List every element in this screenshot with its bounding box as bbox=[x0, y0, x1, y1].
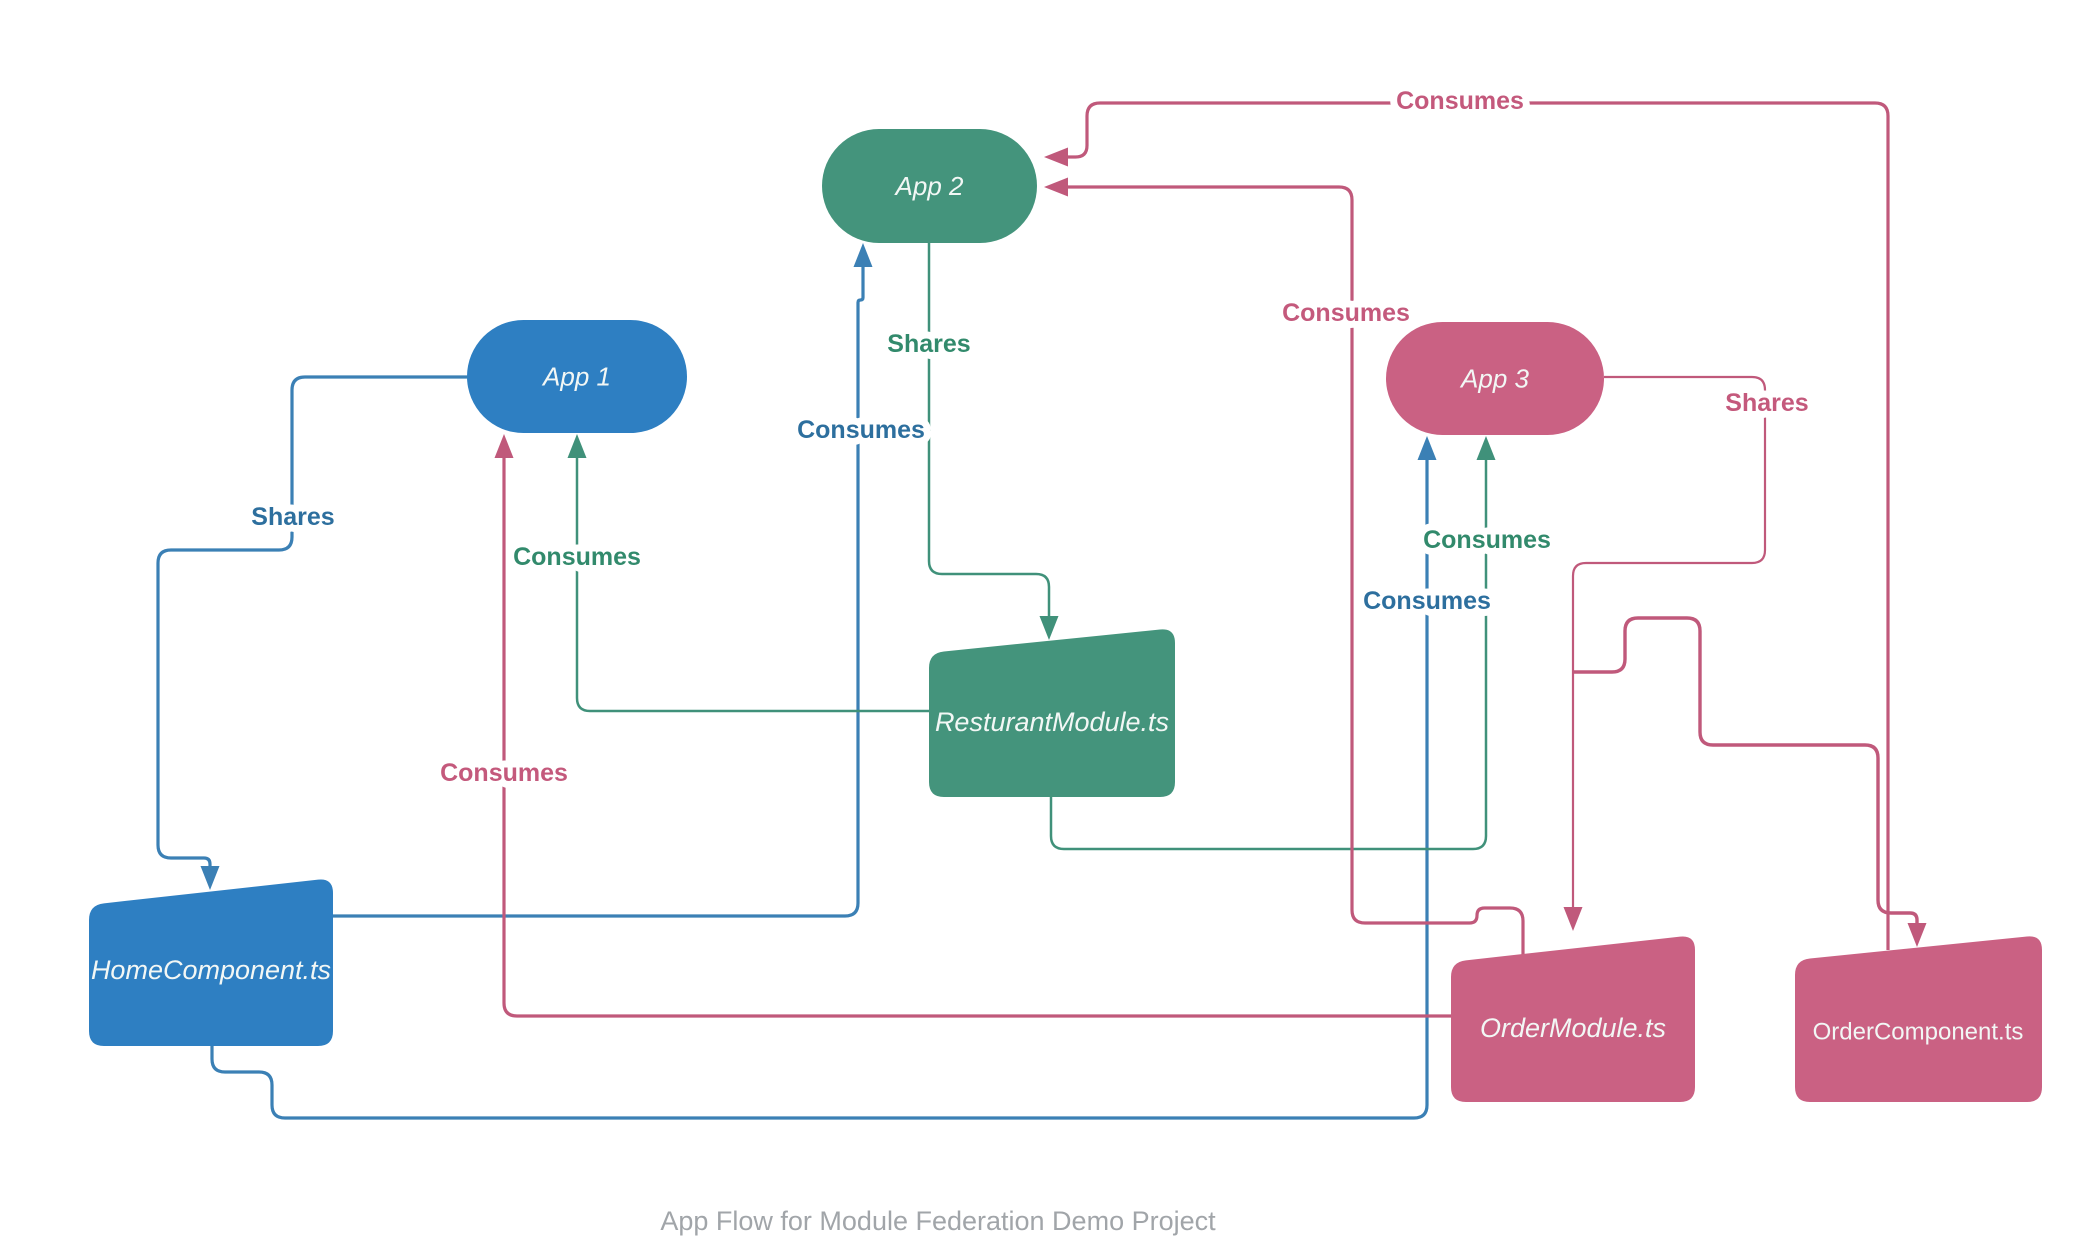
node-shape-app3[interactable] bbox=[1386, 322, 1604, 435]
arrowhead-icon bbox=[1563, 907, 1583, 931]
edge-path-ordercomponent-consumes-app2[interactable] bbox=[1064, 101, 1890, 950]
node-shape-resturant-module[interactable] bbox=[929, 629, 1175, 797]
edge-path-resturantmodule-consumes-app1[interactable] bbox=[575, 454, 929, 713]
arrowhead-icon bbox=[853, 243, 873, 267]
node-label-app3: App 3 bbox=[1459, 364, 1529, 394]
arrowhead-icon bbox=[200, 866, 220, 890]
edge-homecomponent-consumes-app3[interactable] bbox=[210, 436, 1437, 1120]
edge-path-app3-shares-ordermodule[interactable] bbox=[1571, 375, 1767, 911]
edge-path-app3-shares-ordercomponent[interactable] bbox=[1573, 616, 1919, 927]
edge-label-app1-shares-homecomponent: Shares bbox=[251, 503, 334, 531]
node-label-order-component: OrderComponent.ts bbox=[1813, 1019, 2024, 1046]
arrowhead-icon bbox=[1044, 147, 1068, 167]
node-label-order-module: OrderModule.ts bbox=[1480, 1013, 1666, 1043]
node-resturant-module[interactable]: ResturantModule.ts bbox=[929, 629, 1175, 797]
node-app3[interactable]: App 3 bbox=[1386, 322, 1604, 435]
edge-path-homecomponent-consumes-app2[interactable] bbox=[332, 263, 865, 918]
edge-label-homecomponent-consumes-app3: Consumes bbox=[1363, 587, 1491, 615]
edge-label-homecomponent-consumes-app2: Consumes bbox=[797, 416, 925, 444]
node-shape-app1[interactable] bbox=[467, 320, 687, 433]
node-shape-order-module[interactable] bbox=[1451, 936, 1695, 1102]
edge-app3-shares-ordercomponent[interactable] bbox=[1573, 616, 1927, 947]
edge-app3-shares-ordermodule[interactable] bbox=[1563, 375, 1767, 931]
node-shape-app2[interactable] bbox=[822, 129, 1037, 243]
node-order-module[interactable]: OrderModule.ts bbox=[1451, 936, 1695, 1102]
arrowhead-icon bbox=[1476, 436, 1496, 460]
edge-path-ordermodule-consumes-app1[interactable] bbox=[502, 454, 1451, 1018]
edge-label-resturantmodule-consumes-app3: Consumes bbox=[1423, 526, 1551, 554]
node-app2[interactable]: App 2 bbox=[822, 129, 1037, 243]
edge-label-ordermodule-consumes-app1: Consumes bbox=[440, 759, 568, 787]
arrowhead-icon bbox=[1039, 616, 1059, 640]
edge-label-ordermodule-consumes-app2: Consumes bbox=[1282, 299, 1410, 327]
arrowhead-icon bbox=[1907, 923, 1927, 947]
edge-path-app2-shares-resturantmodule[interactable] bbox=[927, 243, 1051, 620]
edge-homecomponent-consumes-app2[interactable] bbox=[332, 243, 873, 918]
edge-ordercomponent-consumes-app2[interactable] bbox=[1044, 101, 1890, 950]
node-shape-order-component[interactable] bbox=[1795, 936, 2042, 1102]
node-shape-home-component[interactable] bbox=[89, 879, 333, 1046]
edge-path-ordermodule-consumes-app2[interactable] bbox=[1064, 185, 1525, 956]
edge-label-app3-shares-ordermodule: Shares bbox=[1725, 389, 1808, 417]
edge-label-ordercomponent-consumes-app2: Consumes bbox=[1396, 87, 1524, 115]
diagram-caption: App Flow for Module Federation Demo Proj… bbox=[660, 1206, 1216, 1236]
edge-path-app1-shares-homecomponent[interactable] bbox=[156, 375, 467, 870]
node-home-component[interactable]: HomeComponent.ts bbox=[89, 879, 333, 1046]
edge-path-resturantmodule-consumes-app3[interactable] bbox=[1049, 456, 1488, 851]
node-label-home-component: HomeComponent.ts bbox=[91, 955, 331, 985]
edge-ordermodule-consumes-app2[interactable] bbox=[1044, 177, 1525, 957]
node-order-component[interactable]: OrderComponent.ts bbox=[1795, 936, 2042, 1102]
edge-ordermodule-consumes-app1[interactable] bbox=[494, 434, 1452, 1018]
edge-label-app2-shares-resturantmodule: Shares bbox=[887, 330, 970, 358]
edge-path-homecomponent-consumes-app3[interactable] bbox=[210, 456, 1429, 1120]
edge-label-resturantmodule-consumes-app1: Consumes bbox=[513, 543, 641, 571]
edge-app2-shares-resturantmodule[interactable] bbox=[927, 243, 1059, 640]
node-label-app2: App 2 bbox=[894, 171, 964, 201]
node-label-resturant-module: ResturantModule.ts bbox=[935, 707, 1169, 737]
node-label-app1: App 1 bbox=[541, 362, 611, 392]
edge-resturantmodule-consumes-app3[interactable] bbox=[1049, 436, 1496, 851]
arrowhead-icon bbox=[1044, 177, 1068, 197]
node-app1[interactable]: App 1 bbox=[467, 320, 687, 433]
arrowhead-icon bbox=[567, 434, 587, 458]
edge-resturantmodule-consumes-app1[interactable] bbox=[567, 434, 930, 713]
arrowhead-icon bbox=[1417, 436, 1437, 460]
arrowhead-icon bbox=[494, 434, 514, 458]
edge-app1-shares-homecomponent[interactable] bbox=[156, 375, 467, 890]
